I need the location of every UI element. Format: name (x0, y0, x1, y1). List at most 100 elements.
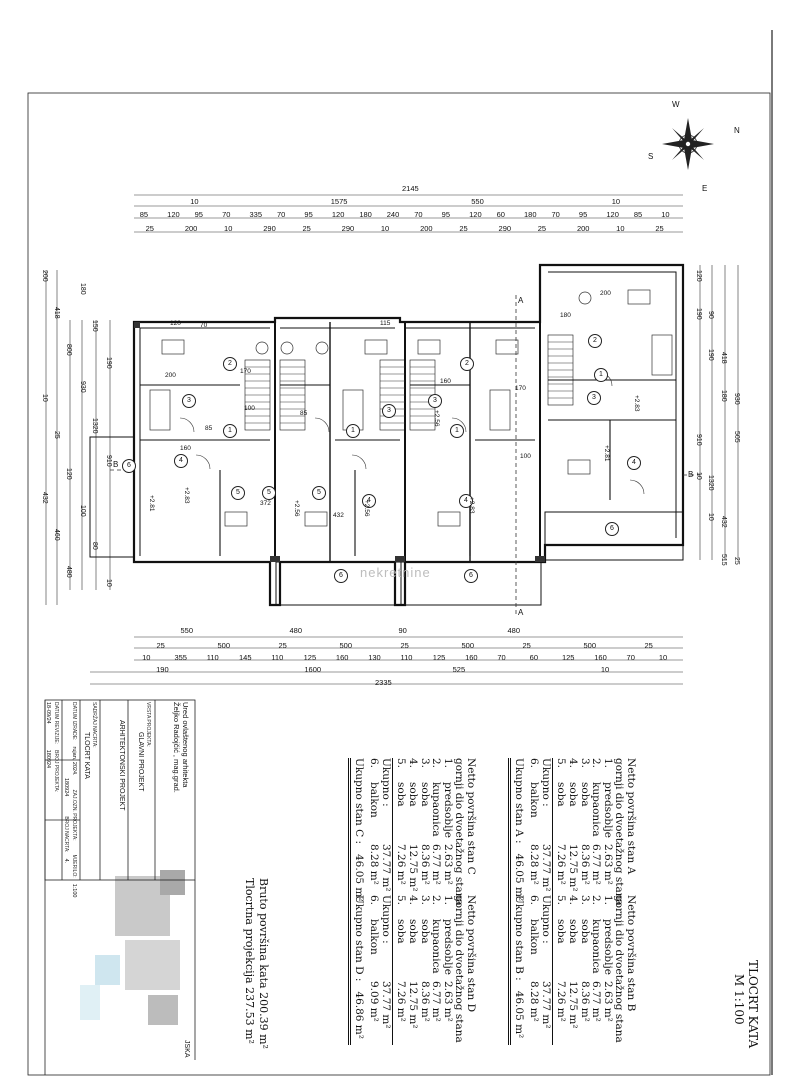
table-title: Netto površina stan A (625, 758, 637, 875)
dim-lines-right (699, 265, 739, 560)
row-area: 2.63 m² (601, 981, 614, 1022)
room-number: 5 (312, 486, 326, 500)
room-number: 4 (627, 456, 641, 470)
sadrzaj-value: TLOCRT KATA (83, 732, 90, 779)
row-number: 1. (441, 758, 454, 769)
dim-label: 70 (414, 210, 423, 219)
section-mark: A (518, 608, 524, 617)
dim-label: 130 (368, 653, 381, 662)
dim-label: 1600 (304, 665, 322, 674)
level-stamp: +2.56 (433, 410, 440, 427)
row-number: 2. (430, 895, 443, 906)
dim-right-label: 190 (695, 308, 702, 320)
row-room: soba (567, 782, 580, 807)
table-subtotal: Ukupno :37.77 m² (539, 758, 552, 908)
dim-label: 500 (339, 641, 353, 650)
dim-right-label: 120 (695, 270, 702, 282)
dim-left-label: 460 (53, 529, 60, 541)
dim-label: 90 (398, 626, 407, 635)
row-room: predsoblje (441, 782, 454, 838)
dim-label: 10 (658, 653, 668, 662)
dim-label: 290 (263, 224, 276, 233)
table-title: Netto površina stan D (465, 895, 477, 1012)
dim-label: 120 (606, 210, 619, 219)
dim-right-label: 1320 (707, 475, 714, 491)
dim-label: 60 (529, 653, 539, 662)
room-dim: 180 (560, 312, 571, 319)
bruto-area: Bruto površina kata 200.39 m² (257, 878, 270, 1049)
row-number: 2. (590, 758, 603, 769)
room-number: 4 (459, 494, 473, 508)
office-architect: Željko Radojčić , mag.grad. (172, 702, 181, 793)
dim-label: 10 (600, 665, 610, 674)
room-dim: 372 (260, 500, 271, 507)
table-double-rule (508, 895, 512, 1045)
office-name: Ured ovlaštenog arhitekta (181, 702, 190, 788)
balkon-number: 6. (368, 895, 381, 906)
table-total: Ukupno stan C :46.05 m² (352, 758, 365, 908)
subtotal-label: Ukupno : (379, 758, 392, 807)
broj-value: 4. (63, 858, 69, 864)
balkon-number: 6. (528, 758, 541, 769)
dim-label: 200 (576, 224, 590, 233)
broj-label: BROJ NACRTA: (63, 816, 69, 853)
dim-label: 10 (661, 210, 670, 219)
dim-label: 525 (452, 665, 466, 674)
row-room: soba (578, 919, 591, 944)
dim-label: 160 (594, 653, 607, 662)
dim-label: 190 (156, 665, 169, 674)
dim-label: 480 (289, 626, 303, 635)
balkon-number: 6. (528, 895, 541, 906)
dim-left-label: 800 (65, 344, 72, 356)
room-number: 5 (231, 486, 245, 500)
dim-right-label: 505 (733, 431, 740, 443)
dim-right-label: 180 (720, 390, 727, 402)
spacer (539, 957, 551, 981)
row-number: 3. (578, 895, 591, 906)
dim-left-label: 200 (41, 270, 48, 282)
room-dim: 170 (515, 385, 526, 392)
row-area: 6.77 m² (590, 981, 603, 1022)
row-room: kupaonica (590, 782, 603, 837)
section-mark: B (688, 470, 694, 479)
room-number: 3 (382, 404, 396, 418)
title-block-vrsta: VRSTA PROJEKTA: GLAVNI PROJEKT (136, 702, 152, 791)
dim-label: 25 (145, 224, 154, 233)
compass-rose-icon (662, 118, 714, 170)
dim-label: 85 (139, 210, 149, 219)
row-number: 2. (590, 895, 603, 906)
room-number: 1 (594, 368, 608, 382)
dim-left-label: 10 (41, 394, 48, 402)
table-subtotal: Ukupno :37.77 m² (539, 895, 552, 1045)
row-number: 4. (567, 758, 580, 769)
table-total: Ukupno stan D :46.86 m² (352, 895, 365, 1045)
dim-label: 110 (271, 653, 284, 662)
dim-label: 500 (461, 641, 475, 650)
dim-label: 70 (497, 653, 506, 662)
dim-label: 550 (471, 197, 484, 206)
table-total: Ukupno stan B :46.05 m² (512, 895, 525, 1045)
room-dim: 160 (440, 378, 451, 385)
level-stamp: +2.81 (148, 495, 155, 512)
spacer (379, 820, 391, 844)
row-number: 5. (395, 758, 408, 769)
dim-lines-top (134, 194, 683, 233)
row-number: 2. (430, 758, 443, 769)
row-area: 6.77 m² (430, 981, 443, 1022)
table-rule (551, 758, 553, 908)
dim-label: 500 (217, 641, 231, 650)
mjerilo-label: MJERILO: (71, 854, 77, 878)
datum-value: rujan, 2024. (71, 746, 77, 776)
dim-label: 70 (626, 653, 635, 662)
room-number: 3 (587, 391, 601, 405)
dim-label: 25 (302, 224, 311, 233)
